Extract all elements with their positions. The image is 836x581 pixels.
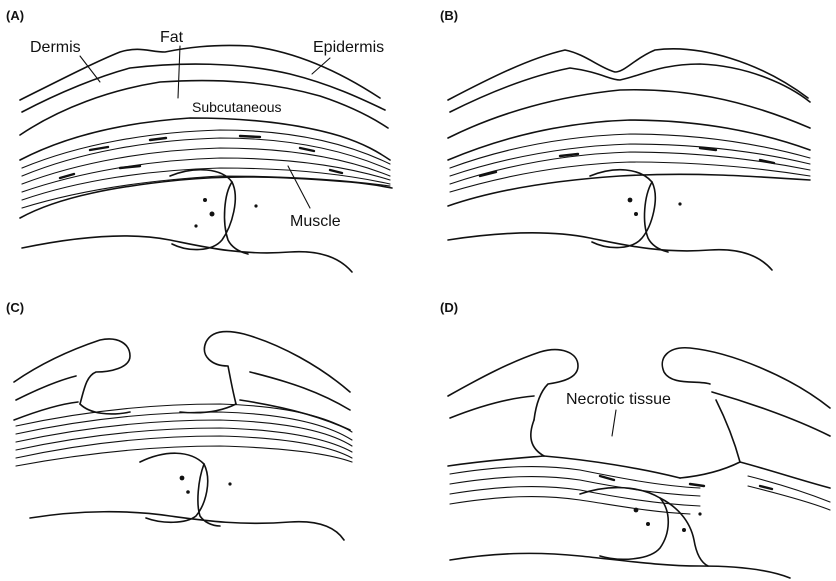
- label-epidermis: Epidermis: [313, 39, 384, 56]
- label-subcutaneous: Subcutaneous: [192, 99, 282, 115]
- muscle-layer-b: [450, 134, 810, 192]
- bone-b: [448, 170, 772, 270]
- panel-label-a: (A): [6, 8, 24, 23]
- label-dermis: Dermis: [30, 39, 81, 56]
- panel-label-b: (B): [440, 8, 458, 23]
- skin-layers-a: [20, 45, 392, 218]
- panel-a: (A) Dermis Fat: [6, 8, 392, 272]
- bone-d: [450, 488, 790, 578]
- annotations-a: Dermis Fat Epidermis Subcutaneous Muscle: [30, 29, 384, 230]
- panel-b: (B): [440, 8, 810, 270]
- label-fat: Fat: [160, 29, 184, 46]
- bone-c: [30, 453, 344, 540]
- label-muscle: Muscle: [290, 213, 341, 230]
- panel-label-c: (C): [6, 300, 24, 315]
- panel-label-d: (D): [440, 300, 458, 315]
- leader-necrotic-tissue: [612, 410, 616, 436]
- panel-c: (C): [6, 300, 352, 540]
- panel-d: (D): [440, 300, 830, 578]
- skin-flaps-d: [448, 348, 830, 478]
- leader-muscle: [288, 166, 310, 208]
- necrotic-wound-d: [448, 456, 830, 488]
- leader-fat: [178, 46, 180, 98]
- skin-layers-b: [448, 49, 810, 206]
- label-necrotic-tissue: Necrotic tissue: [566, 391, 671, 408]
- muscle-layer-c: [16, 404, 352, 466]
- skin-flaps-c: [14, 332, 350, 430]
- annotations-d: Necrotic tissue: [566, 391, 671, 436]
- leader-epidermis: [312, 58, 330, 74]
